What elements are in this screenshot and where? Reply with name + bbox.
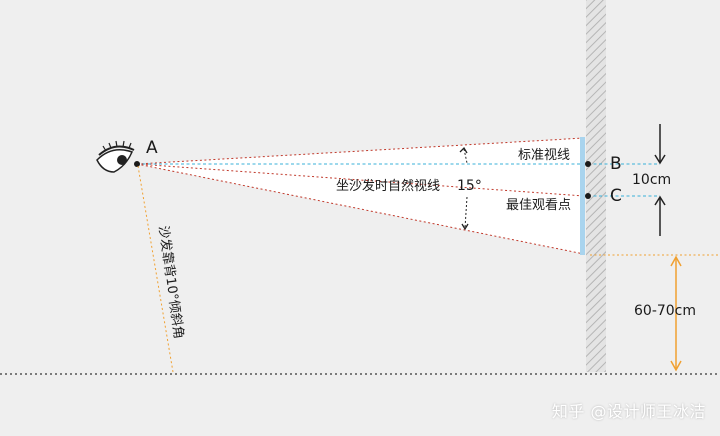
natural-sightline-label: 坐沙发时自然视线 [336, 179, 441, 194]
height-dimension [590, 254, 720, 372]
standard-sightline-label: 标准视线 [518, 148, 571, 163]
wall [586, 0, 606, 372]
tv-screen [580, 137, 585, 255]
height-label: 60-70cm [634, 303, 697, 319]
gap-label: 10cm [632, 172, 672, 188]
view-cone [137, 138, 584, 254]
point-b-label: B [610, 154, 622, 174]
gap-dimension [654, 124, 666, 236]
cone-bottom-line [136, 163, 585, 255]
point-c-label: C [610, 186, 622, 206]
angle-label: 15° [457, 178, 482, 194]
point-b-dot [585, 161, 591, 167]
point-a-label: A [146, 138, 158, 158]
angle-marker [459, 146, 469, 231]
point-c-dot [585, 193, 591, 199]
point-a-dot [134, 161, 140, 167]
backrest-line [137, 165, 174, 373]
watermark: 知乎 @设计师王冰洁 [551, 402, 706, 421]
best-viewpoint-label: 最佳观看点 [506, 198, 572, 213]
eye-icon [96, 140, 135, 173]
